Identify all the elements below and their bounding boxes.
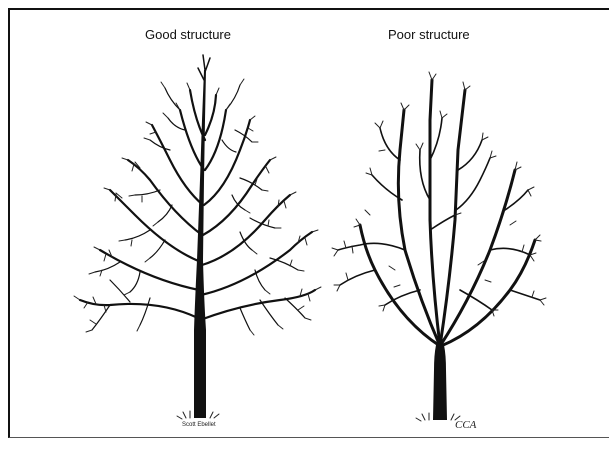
poor-tree-twigs	[332, 72, 546, 316]
good-tree-trunk	[194, 70, 206, 418]
poor-structure-tree: CCA	[332, 72, 546, 431]
poor-tree-trunk	[433, 345, 447, 420]
poor-tree-codominant-stems	[360, 80, 535, 346]
good-structure-tree: Scott Ebellet	[74, 55, 321, 428]
good-tree-signature: Scott Ebellet	[182, 422, 216, 428]
poor-tree-signature: CCA	[455, 419, 477, 431]
